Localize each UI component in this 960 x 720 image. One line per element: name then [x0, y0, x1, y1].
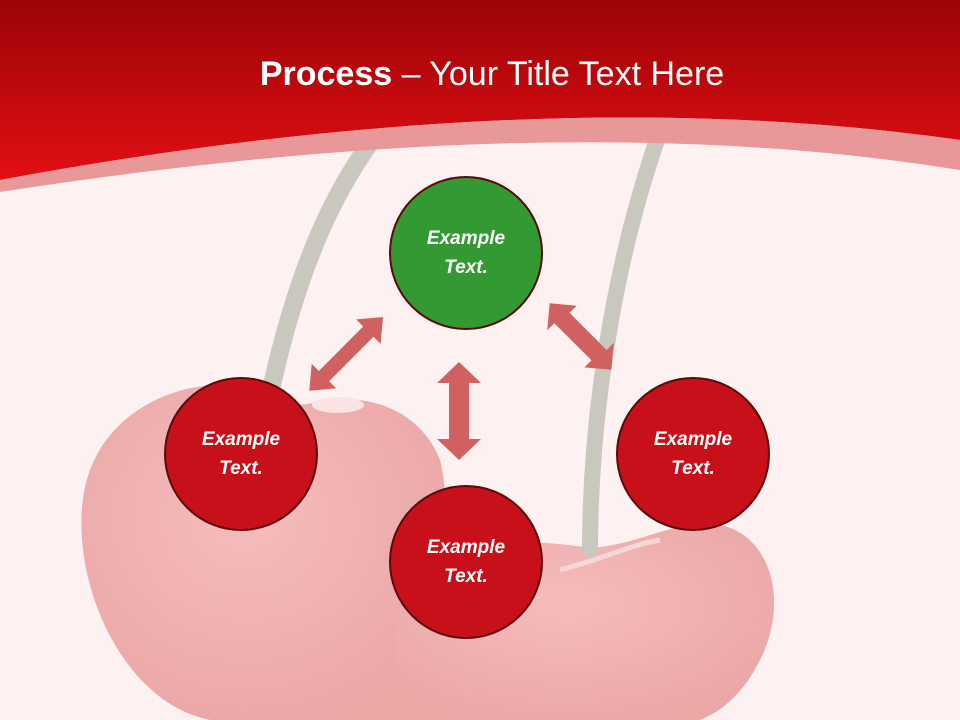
node-label: Example Text.: [426, 537, 506, 587]
node-label: Example Text.: [426, 228, 506, 278]
process-node-bottom[interactable]: Example Text.: [389, 485, 543, 639]
cherry-stem-right: [582, 92, 680, 558]
arrow-vertical: [437, 362, 481, 460]
title-rest: – Your Title Text Here: [392, 55, 725, 93]
arrow-right-diagonal: [547, 303, 614, 370]
process-node-top[interactable]: Example Text.: [389, 176, 543, 330]
node-label: Example Text.: [201, 429, 281, 479]
title-bold: Process: [259, 55, 393, 93]
process-node-right[interactable]: Example Text.: [616, 377, 770, 531]
arrow-left-diagonal: [309, 317, 383, 391]
node-label: Example Text.: [653, 429, 733, 479]
header-swoosh: [0, 117, 960, 192]
process-node-left[interactable]: Example Text.: [164, 377, 318, 531]
slide-title: Process – Your Title Text Here: [0, 52, 960, 96]
header-band: [0, 0, 960, 180]
